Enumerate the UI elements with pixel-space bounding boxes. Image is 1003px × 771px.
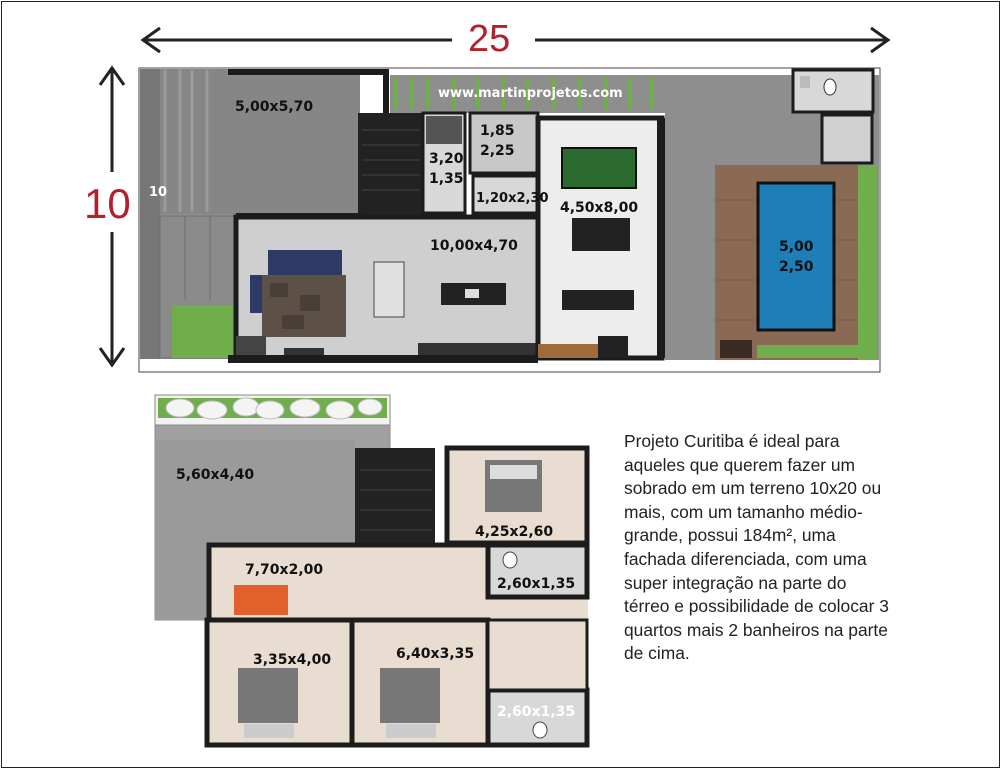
bath2-label: 2,60x1,35 <box>497 704 576 720</box>
height-dimension-arrow <box>98 65 126 368</box>
storage-label: 1,85 2,25 <box>480 123 515 160</box>
living-label: 10,00x4,70 <box>430 238 518 254</box>
terrace-label: 5,60x4,40 <box>176 467 255 483</box>
bedroom2-label: 6,40x3,35 <box>396 646 475 662</box>
lavabo-label: 3,20 1,35 <box>429 151 464 188</box>
website-url: www.martinprojetos.com <box>438 86 623 101</box>
bedroom1-label: 3,35x4,00 <box>253 652 332 668</box>
suite-label: 4,25x2,60 <box>475 524 554 540</box>
upper-floor-plan <box>154 394 590 748</box>
width-dimension-arrow <box>140 26 891 54</box>
pool-label: 5,00 2,50 <box>779 239 814 276</box>
ground-floor-plan <box>138 67 881 373</box>
gourmet-label: 4,50x8,00 <box>560 200 639 216</box>
height-dimension-label: 10 <box>84 180 131 227</box>
hall-label: 7,70x2,00 <box>245 562 324 578</box>
width-dimension-label: 25 <box>468 18 511 60</box>
side-dimension-label: 10 <box>149 185 168 200</box>
project-description: Projeto Curitiba é ideal para aqueles qu… <box>624 431 889 664</box>
bath1-label: 2,60x1,35 <box>497 576 576 592</box>
laundry-label: 1,20x2,30 <box>476 191 549 206</box>
garage-label: 5,00x5,70 <box>235 99 314 115</box>
